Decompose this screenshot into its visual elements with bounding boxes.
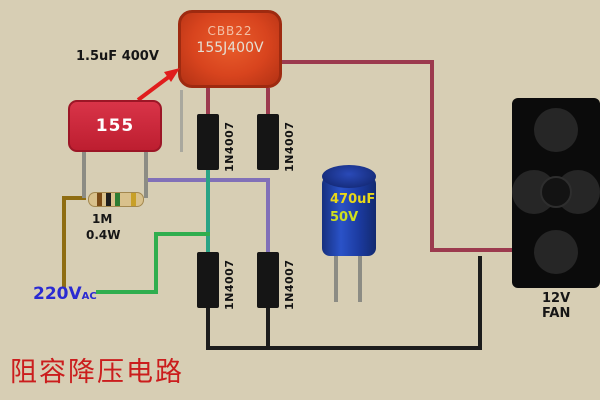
pointer-arrow-icon <box>136 68 180 102</box>
resistor-power: 0.4W <box>86 228 121 242</box>
diode-3-label: 1N4007 <box>223 259 236 310</box>
lead-filmcap-left <box>82 152 86 198</box>
electrolytic-capacitor <box>322 176 376 256</box>
fan-hub <box>540 176 572 208</box>
lead-cbb22-stray <box>180 90 183 152</box>
diode-3 <box>197 252 219 308</box>
mains-voltage: 220V <box>33 284 82 304</box>
resistor-band-gold <box>131 193 136 206</box>
electrolytic-voltage-label: 50V <box>330 210 359 225</box>
wire-bridge-right-mid <box>266 178 270 254</box>
fan-blade-bottom <box>534 230 578 274</box>
lead-ecap-right <box>358 254 362 302</box>
diode-1-label: 1N4007 <box>223 121 236 172</box>
capacitance-annotation: 1.5uF 400V <box>76 49 159 64</box>
resistor-band-black <box>106 193 111 206</box>
wire-cap-left-lead <box>206 88 210 116</box>
bleed-resistor <box>88 192 144 207</box>
lead-filmcap-right <box>144 152 148 198</box>
wire-right-vertical <box>430 60 434 252</box>
wire-ground-rail <box>206 346 482 350</box>
film-capacitor: 155 <box>68 100 162 152</box>
cbb22-capacitor: CBB22 155J400V <box>178 10 282 88</box>
fan-image <box>512 98 600 288</box>
wire-cap-right-lead <box>266 88 270 116</box>
mains-ac-suffix: AC <box>81 291 97 302</box>
fan-blade-top <box>534 108 578 152</box>
lead-diode4-bottom <box>266 308 270 350</box>
cbb22-series-label: CBB22 <box>207 24 253 38</box>
wire-top-rail <box>280 60 434 64</box>
electrolytic-capacitor-top <box>322 165 376 188</box>
wire-ground-to-fan <box>478 256 482 350</box>
cbb22-value-label: 155J400V <box>196 40 264 56</box>
diode-4-label: 1N4007 <box>283 259 296 310</box>
diode-1 <box>197 114 219 170</box>
diode-2-label: 1N4007 <box>283 121 296 172</box>
wire-live-horizontal <box>62 196 86 200</box>
wire-neutral-vertical <box>154 232 158 294</box>
diode-2 <box>257 114 279 170</box>
resistor-value: 1M <box>92 212 113 226</box>
wire-live-vertical <box>62 196 66 288</box>
fan-label: 12V FAN <box>542 291 571 321</box>
resistor-band-green <box>115 193 120 206</box>
wire-bridge-left-mid <box>206 170 210 254</box>
resistor-band-brown <box>97 193 102 206</box>
film-capacitor-label: 155 <box>95 116 135 136</box>
wire-neutral-top <box>154 232 210 236</box>
wire-neutral-bottom <box>96 290 158 294</box>
diode-4 <box>257 252 279 308</box>
lead-ecap-left <box>334 254 338 302</box>
mains-voltage-label: 220VAC <box>33 284 97 304</box>
wire-to-fan <box>430 248 514 252</box>
lead-diode3-bottom <box>206 308 210 350</box>
page-title: 阻容降压电路 <box>10 357 184 388</box>
electrolytic-capacity-label: 470uF <box>330 192 376 207</box>
